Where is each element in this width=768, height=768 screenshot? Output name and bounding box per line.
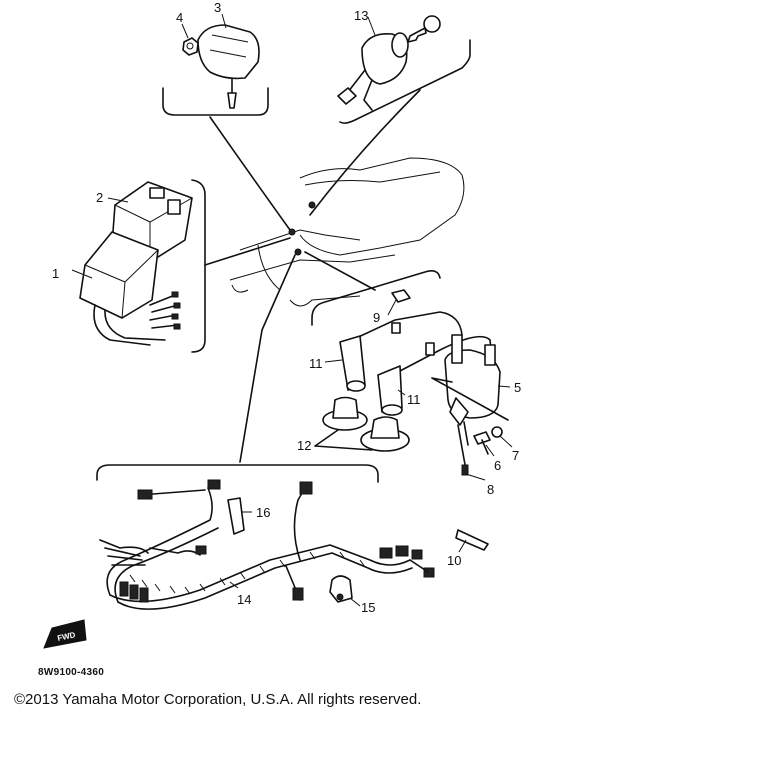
callout-leaders (71, 13, 513, 607)
part-14-wire-harness (99, 479, 435, 610)
part-12-boots (314, 396, 410, 452)
part-6-bolt (473, 431, 491, 455)
callout-11a: 11 (309, 356, 323, 371)
part-7-washer (491, 426, 503, 438)
callout-2: 2 (96, 190, 103, 205)
callout-11b: 11 (407, 392, 421, 407)
top-right-group-bracket (339, 39, 471, 124)
callout-1: 1 (52, 266, 59, 281)
key-icon (407, 15, 441, 43)
fwd-arrow-icon: FWD (43, 619, 87, 649)
part-4-nut (182, 37, 199, 56)
callout-6: 6 (494, 458, 501, 473)
frame-seat-outline (229, 157, 465, 307)
copyright-notice: ©2013 Yamaha Motor Corporation, U.S.A. A… (14, 691, 422, 708)
part-8-wire (457, 421, 469, 476)
top-left-group-bracket (162, 87, 269, 116)
part-3-switch (197, 24, 260, 109)
part-10-band (455, 529, 489, 551)
part-11-plug-caps (339, 311, 493, 416)
part-5-ignition-coil (431, 334, 509, 426)
part-13-main-switch (337, 32, 409, 111)
callout-8: 8 (487, 482, 494, 497)
fwd-label: FWD (56, 630, 76, 643)
callout-5: 5 (514, 380, 521, 395)
part-1-rubber-cover (79, 231, 181, 346)
leader-line (239, 254, 296, 463)
callout-3: 3 (214, 0, 221, 15)
callout-12: 12 (297, 438, 311, 453)
leader-line (209, 116, 291, 231)
drawing-code: 8W9100-4360 (38, 667, 105, 678)
bottom-group-bracket (96, 464, 379, 483)
left-group-bracket (191, 179, 291, 353)
part-15-clamp (329, 575, 353, 603)
right-group-bracket (304, 251, 441, 326)
part-9-clamp (391, 289, 411, 303)
leader-line (309, 89, 421, 216)
callout-15: 15 (361, 600, 375, 615)
callout-4: 4 (176, 10, 183, 25)
callout-13: 13 (354, 8, 368, 23)
callout-16: 16 (256, 505, 270, 520)
callout-10: 10 (447, 553, 461, 568)
callout-7: 7 (512, 448, 519, 463)
callout-14: 14 (237, 592, 251, 607)
part-16-band (227, 497, 245, 535)
callout-9: 9 (373, 310, 380, 325)
